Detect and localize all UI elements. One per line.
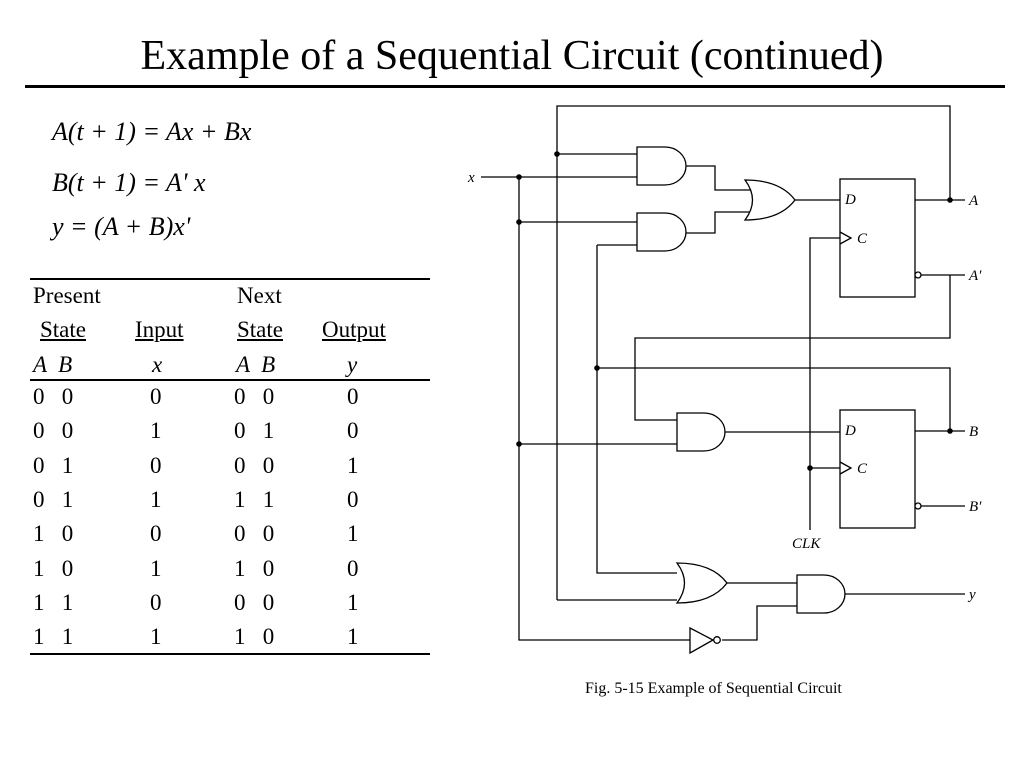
label-d-a: D [844, 192, 856, 208]
wire-and2-to-or1 [686, 211, 750, 234]
or-gate-2 [675, 562, 728, 604]
slide-title: Example of a Sequential Circuit (continu… [140, 33, 884, 79]
equation-b-next: B(t + 1) = A' x [52, 168, 206, 197]
table-cell-input: 0 [150, 521, 162, 547]
table-cell-input: 0 [150, 384, 162, 409]
inverter-bubble [713, 636, 721, 644]
junction-b [594, 365, 600, 371]
header-output: Output [322, 317, 386, 342]
table-cell-input: 0 [150, 452, 162, 478]
junction-a-out [947, 197, 953, 203]
label-y: y [967, 587, 976, 603]
a-prime-bubble [914, 271, 922, 279]
label-a-prime: A′ [968, 268, 982, 284]
table-cell-present-state: 1 0 [33, 521, 74, 547]
table-cell-next-state: 1 1 [234, 486, 275, 512]
junction-b-out [947, 428, 953, 434]
d-flip-flop-a [839, 178, 916, 298]
table-cell-output: 1 [347, 624, 359, 650]
title-underline [25, 85, 1005, 88]
table-cell-output: 1 [347, 452, 359, 478]
table-cell-present-state: 0 1 [33, 486, 74, 512]
table-cell-output: 0 [347, 418, 359, 444]
table-cell-present-state: 1 1 [33, 624, 74, 650]
label-d-b: D [844, 423, 856, 439]
table-cell-present-state: 1 1 [33, 589, 74, 615]
wire-inverter-to-and4 [722, 605, 797, 641]
table-cell-next-state: 1 0 [234, 555, 275, 581]
table-cell-input: 1 [150, 555, 162, 581]
label-c-a: C [857, 231, 868, 247]
table-cell-output: 1 [347, 589, 359, 615]
junction-a [554, 151, 560, 157]
and-gate-2 [636, 212, 687, 252]
and-gate-4 [796, 574, 846, 614]
table-cell-next-state: 0 0 [234, 589, 275, 615]
table-cell-next-state: 0 0 [234, 452, 275, 478]
table-cell-input: 1 [150, 486, 162, 512]
header-next-state: State [237, 317, 283, 342]
wire-a-prime-feedback [634, 275, 951, 421]
wire-and1-to-or1 [686, 165, 750, 191]
table-cell-next-state: 0 0 [234, 521, 275, 547]
label-x: x [467, 170, 475, 186]
d-flip-flop-b [839, 409, 916, 529]
table-cell-input: 1 [150, 418, 162, 444]
b-prime-bubble [914, 502, 922, 510]
header-input: Input [135, 317, 184, 342]
var-present-ab: A B [33, 352, 73, 377]
table-cell-input: 1 [150, 624, 162, 650]
junction-x-and3 [516, 441, 522, 447]
and-gate-3 [676, 412, 726, 452]
wire-b-vertical [596, 245, 677, 574]
table-cell-present-state: 0 0 [33, 418, 74, 444]
equation-output: y = (A + B)x' [52, 212, 191, 241]
table-cell-next-state: 0 0 [234, 384, 275, 409]
table-cell-present-state: 0 0 [33, 384, 74, 409]
table-cell-output: 0 [347, 384, 359, 409]
table-cell-present-state: 1 0 [33, 555, 74, 581]
table-cell-next-state: 0 1 [234, 418, 275, 444]
table-bottom-rule [30, 653, 430, 655]
table-header-rule [30, 379, 430, 381]
clock-triangle-b [839, 461, 853, 475]
wire-clk-a [809, 237, 840, 530]
wire-x-vertical [518, 177, 690, 641]
inverter-gate [689, 626, 715, 655]
header-next: Next [237, 283, 282, 308]
clock-triangle-a [839, 231, 853, 245]
and-gate-1 [636, 146, 687, 186]
table-cell-output: 0 [347, 486, 359, 512]
table-cell-present-state: 0 1 [33, 452, 74, 478]
var-y: y [347, 352, 358, 377]
wire-b-feedback [597, 367, 951, 431]
label-c-b: C [857, 461, 868, 477]
equation-a-next: A(t + 1) = Ax + Bx [52, 117, 252, 146]
var-next-ab: A B [236, 352, 276, 377]
var-x: x [152, 352, 163, 377]
header-present-state: State [40, 317, 86, 342]
label-b: B [969, 424, 978, 440]
junction-clk [807, 465, 813, 471]
or-gate-1 [743, 179, 796, 221]
label-b-prime: B′ [969, 499, 982, 515]
wire-a-feedback [556, 105, 951, 600]
label-a: A [968, 193, 979, 209]
label-clk: CLK [792, 536, 821, 552]
table-top-rule [30, 278, 430, 280]
table-cell-next-state: 1 0 [234, 624, 275, 650]
junction-x-and2 [516, 219, 522, 225]
figure-caption: Fig. 5-15 Example of Sequential Circuit [585, 680, 842, 697]
table-cell-input: 0 [150, 589, 162, 615]
table-cell-output: 0 [347, 555, 359, 581]
header-present: Present [33, 283, 101, 308]
table-cell-output: 1 [347, 521, 359, 547]
junction-x [516, 174, 522, 180]
